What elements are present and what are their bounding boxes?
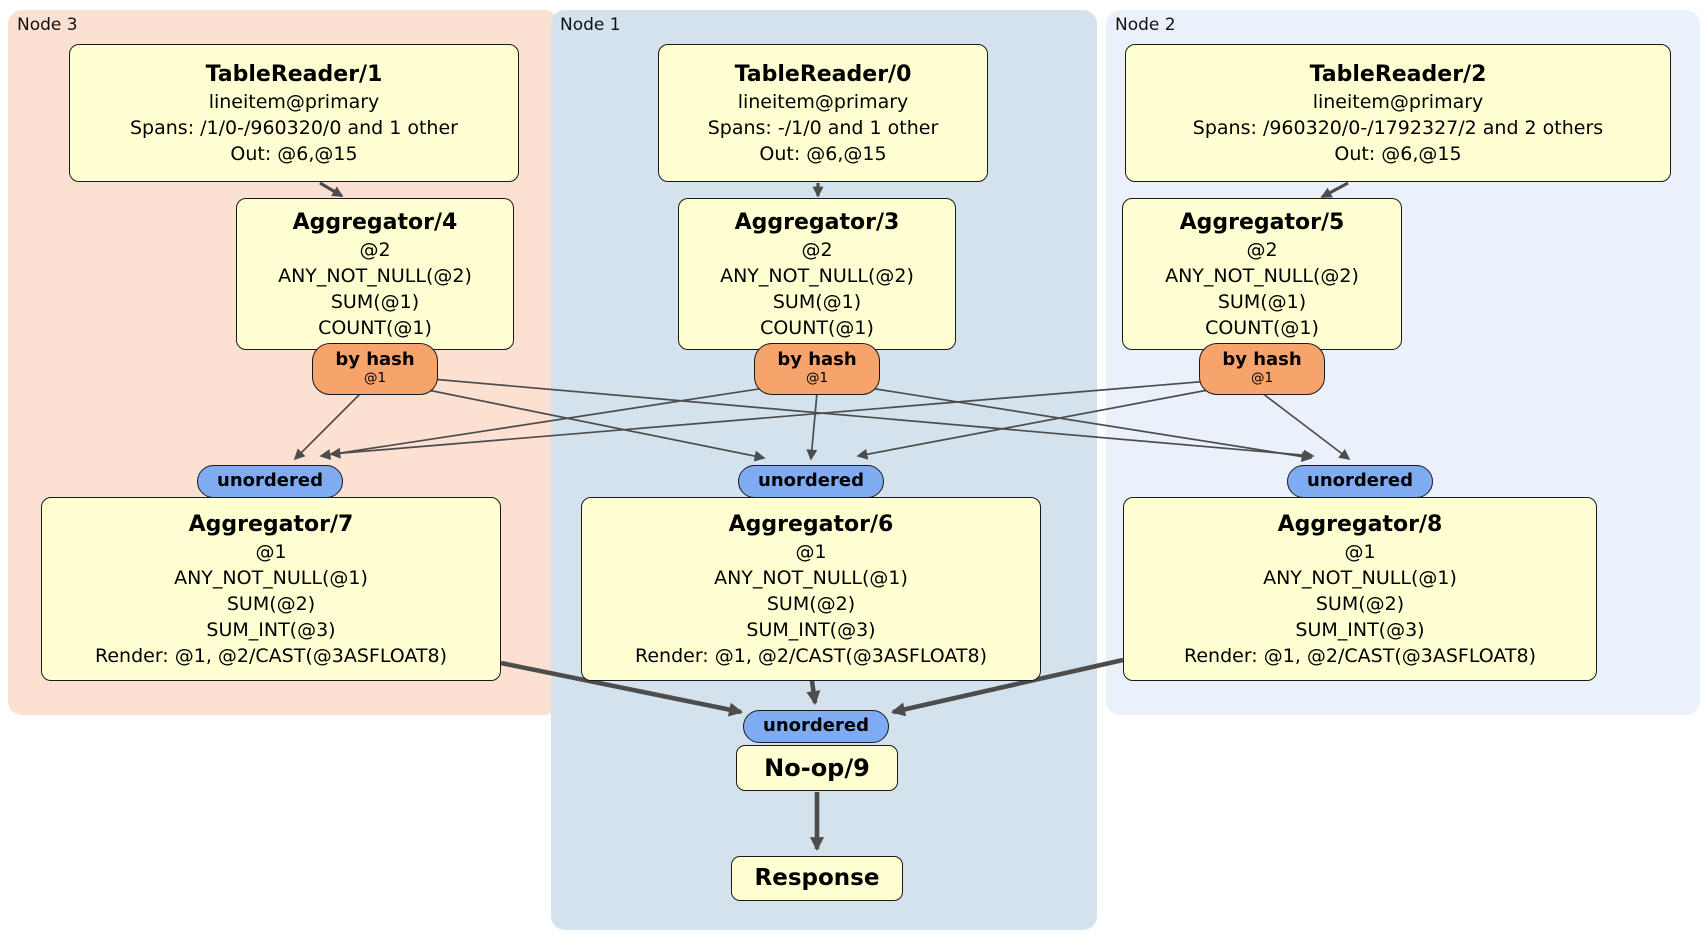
edge-aggregator6-unordered9 bbox=[806, 680, 821, 706]
aggregator-fn: ANY_NOT_NULL(@1) bbox=[174, 566, 368, 589]
aggregator-fn: COUNT(@1) bbox=[318, 316, 432, 339]
processor-title: Aggregator/6 bbox=[728, 511, 894, 537]
edge-aggregator8-unordered9 bbox=[890, 657, 1124, 717]
aggregator-group-cols: @2 bbox=[801, 238, 833, 261]
processor-title: No-op/9 bbox=[764, 753, 870, 782]
aggregator-group-cols: @2 bbox=[359, 238, 391, 261]
aggregator-fn: SUM(@2) bbox=[766, 592, 856, 615]
stream-label: unordered bbox=[1307, 470, 1413, 491]
aggregator-group-cols: @1 bbox=[1344, 540, 1376, 563]
processor-out: Out: @6,@15 bbox=[1334, 142, 1462, 165]
edge-hash5-unordered7 bbox=[329, 379, 1223, 459]
aggregator-fn: SUM(@1) bbox=[330, 290, 420, 313]
processor-tablereader-0: TableReader/0 lineitem@primary Spans: -/… bbox=[658, 44, 988, 182]
processor-spans: Spans: -/1/0 and 1 other bbox=[707, 116, 939, 139]
edge-hash4-unordered8 bbox=[419, 377, 1315, 461]
aggregator-fn: SUM(@1) bbox=[1217, 290, 1307, 313]
router-by-hash-4: by hash @1 bbox=[312, 343, 438, 395]
aggregator-fn: SUM(@2) bbox=[226, 592, 316, 615]
processor-tablereader-2: TableReader/2 lineitem@primary Spans: /9… bbox=[1125, 44, 1671, 182]
edge-tablereader2-aggregator5 bbox=[1320, 181, 1349, 199]
processor-title: Aggregator/4 bbox=[292, 209, 458, 235]
processor-index: lineitem@primary bbox=[1312, 90, 1484, 113]
aggregator-fn: ANY_NOT_NULL(@2) bbox=[720, 264, 914, 287]
stream-unordered-9: unordered bbox=[743, 710, 889, 743]
processor-title: TableReader/0 bbox=[734, 61, 912, 87]
edge-tablereader1-aggregator4 bbox=[319, 181, 344, 198]
processor-aggregator-5: Aggregator/5 @2 ANY_NOT_NULL(@2) SUM(@1)… bbox=[1122, 198, 1402, 350]
aggregator-fn: ANY_NOT_NULL(@1) bbox=[714, 566, 908, 589]
router-columns: @1 bbox=[363, 370, 387, 386]
processor-noop-9: No-op/9 bbox=[736, 745, 898, 791]
aggregator-group-cols: @1 bbox=[795, 540, 827, 563]
edge-hash3-unordered8 bbox=[856, 385, 1313, 462]
edge-hash4-unordered6 bbox=[407, 385, 766, 462]
router-label: by hash bbox=[335, 349, 415, 370]
stream-unordered-7: unordered bbox=[197, 465, 343, 498]
edge-hash3-unordered6 bbox=[806, 392, 818, 461]
aggregator-fn: COUNT(@1) bbox=[760, 316, 874, 339]
stream-label: unordered bbox=[758, 470, 864, 491]
edge-hash4-unordered7 bbox=[293, 391, 363, 461]
edge-hash3-unordered7 bbox=[319, 385, 779, 461]
stream-unordered-8: unordered bbox=[1287, 465, 1433, 498]
router-by-hash-5: by hash @1 bbox=[1199, 343, 1325, 395]
processor-title: Aggregator/3 bbox=[734, 209, 900, 235]
router-columns: @1 bbox=[805, 370, 829, 386]
router-columns: @1 bbox=[1250, 370, 1274, 386]
region-node-3-label: Node 3 bbox=[17, 15, 78, 35]
router-label: by hash bbox=[1222, 349, 1302, 370]
processor-aggregator-8: Aggregator/8 @1 ANY_NOT_NULL(@1) SUM(@2)… bbox=[1123, 497, 1597, 681]
aggregator-fn: ANY_NOT_NULL(@2) bbox=[278, 264, 472, 287]
aggregator-fn: SUM_INT(@3) bbox=[1295, 618, 1425, 641]
processor-aggregator-6: Aggregator/6 @1 ANY_NOT_NULL(@1) SUM(@2)… bbox=[581, 497, 1041, 681]
processor-title: Response bbox=[754, 865, 880, 891]
processor-title: Aggregator/8 bbox=[1277, 511, 1443, 537]
stream-unordered-6: unordered bbox=[738, 465, 884, 498]
aggregator-fn: ANY_NOT_NULL(@1) bbox=[1263, 566, 1457, 589]
processor-spans: Spans: /960320/0-/1792327/2 and 2 others bbox=[1192, 116, 1604, 139]
edge-hash5-unordered8 bbox=[1261, 392, 1351, 460]
region-node-2-label: Node 2 bbox=[1115, 15, 1176, 35]
processor-aggregator-7: Aggregator/7 @1 ANY_NOT_NULL(@1) SUM(@2)… bbox=[41, 497, 501, 681]
router-by-hash-3: by hash @1 bbox=[754, 343, 880, 395]
processor-out: Out: @6,@15 bbox=[230, 142, 358, 165]
stream-label: unordered bbox=[217, 470, 323, 491]
aggregator-fn: ANY_NOT_NULL(@2) bbox=[1165, 264, 1359, 287]
aggregator-render: Render: @1, @2/CAST(@3ASFLOAT8) bbox=[95, 644, 447, 667]
processor-response: Response bbox=[731, 856, 903, 901]
aggregator-fn: SUM(@1) bbox=[772, 290, 862, 313]
aggregator-render: Render: @1, @2/CAST(@3ASFLOAT8) bbox=[635, 644, 987, 667]
aggregator-render: Render: @1, @2/CAST(@3ASFLOAT8) bbox=[1184, 644, 1536, 667]
router-label: by hash bbox=[777, 349, 857, 370]
processor-title: Aggregator/5 bbox=[1179, 209, 1345, 235]
stream-label: unordered bbox=[763, 715, 869, 736]
region-node-1-label: Node 1 bbox=[560, 15, 621, 35]
processor-aggregator-4: Aggregator/4 @2 ANY_NOT_NULL(@2) SUM(@1)… bbox=[236, 198, 514, 350]
aggregator-fn: SUM_INT(@3) bbox=[206, 618, 336, 641]
aggregator-fn: SUM(@2) bbox=[1315, 592, 1405, 615]
processor-index: lineitem@primary bbox=[208, 90, 380, 113]
processor-spans: Spans: /1/0-/960320/0 and 1 other bbox=[130, 116, 458, 139]
processor-tablereader-1: TableReader/1 lineitem@primary Spans: /1… bbox=[69, 44, 519, 182]
processor-title: Aggregator/7 bbox=[188, 511, 354, 537]
aggregator-fn: SUM_INT(@3) bbox=[746, 618, 876, 641]
processor-index: lineitem@primary bbox=[737, 90, 909, 113]
processor-out: Out: @6,@15 bbox=[759, 142, 887, 165]
aggregator-fn: COUNT(@1) bbox=[1205, 316, 1319, 339]
edge-hash5-unordered6 bbox=[856, 386, 1225, 460]
aggregator-group-cols: @1 bbox=[255, 540, 287, 563]
edge-aggregator7-unordered9 bbox=[500, 660, 744, 717]
processor-title: TableReader/1 bbox=[205, 61, 383, 87]
aggregator-group-cols: @2 bbox=[1246, 238, 1278, 261]
processor-aggregator-3: Aggregator/3 @2 ANY_NOT_NULL(@2) SUM(@1)… bbox=[678, 198, 956, 350]
processor-title: TableReader/2 bbox=[1309, 61, 1487, 87]
